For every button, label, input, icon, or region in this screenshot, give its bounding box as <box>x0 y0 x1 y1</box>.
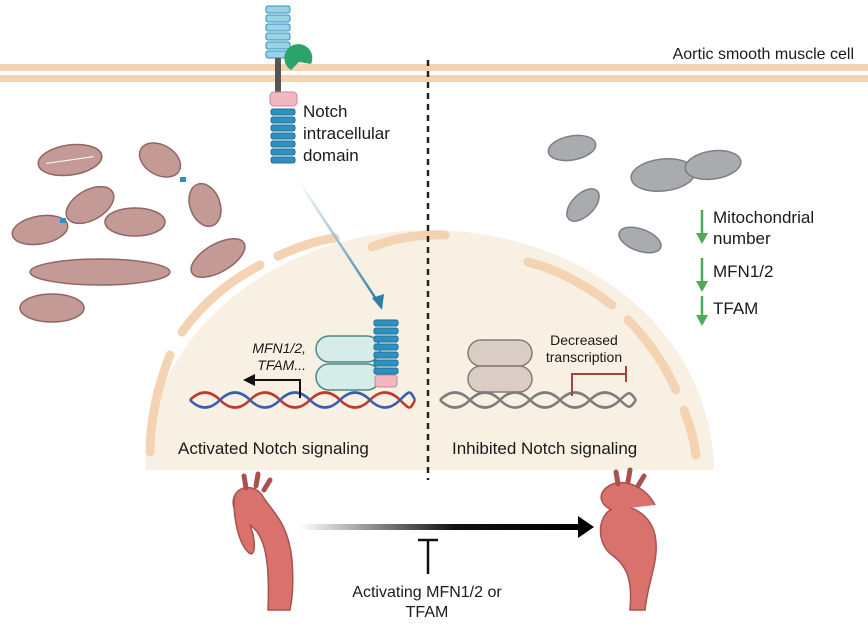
transcription-start-arrow <box>243 374 301 398</box>
notch-ligand <box>284 44 313 70</box>
notch-domain-label: Notch intracellular domain <box>303 102 390 165</box>
panel-title-activated: Activated Notch signaling <box>178 439 369 458</box>
inhibition-symbol <box>418 538 438 574</box>
mitochondrial-fusion-links <box>60 177 186 223</box>
aorta-aneurysm <box>599 467 657 611</box>
effect-arrows <box>696 210 708 326</box>
healthy-mitochondria <box>11 142 246 323</box>
translocation-arrow <box>296 179 384 310</box>
cell-label: Aortic smooth muscle cell <box>672 46 854 63</box>
notch-extracellular-domain <box>265 5 291 59</box>
dna-inhibited <box>439 391 638 409</box>
progression-arrow <box>300 516 594 538</box>
dna-active <box>189 391 417 409</box>
transcription-complex-active <box>315 319 399 391</box>
intervention-label: Activating MFN1/2 or TFAM <box>352 584 502 621</box>
damaged-mitochondria <box>547 134 742 254</box>
gene-targets-label: MFN1/2, TFAM... <box>252 340 306 373</box>
decreased-transcription-label: Decreased transcription <box>545 332 623 365</box>
repressor-symbol <box>571 366 627 396</box>
panel-title-inhibited: Inhibited Notch signaling <box>452 439 638 458</box>
plasma-membrane <box>0 64 868 82</box>
notch-pink-segment <box>269 91 298 107</box>
notch-receptor <box>265 5 313 164</box>
notch-intracellular-domain <box>270 108 296 164</box>
nucleus <box>145 230 714 470</box>
effect-mitochondrial-number: Mitochondrial number <box>713 208 815 248</box>
aorta-healthy <box>232 471 294 611</box>
effect-mfn12: MFN1/2 <box>713 262 774 281</box>
transcription-complex-inhibited <box>467 339 533 393</box>
effect-tfam: TFAM <box>713 299 759 318</box>
